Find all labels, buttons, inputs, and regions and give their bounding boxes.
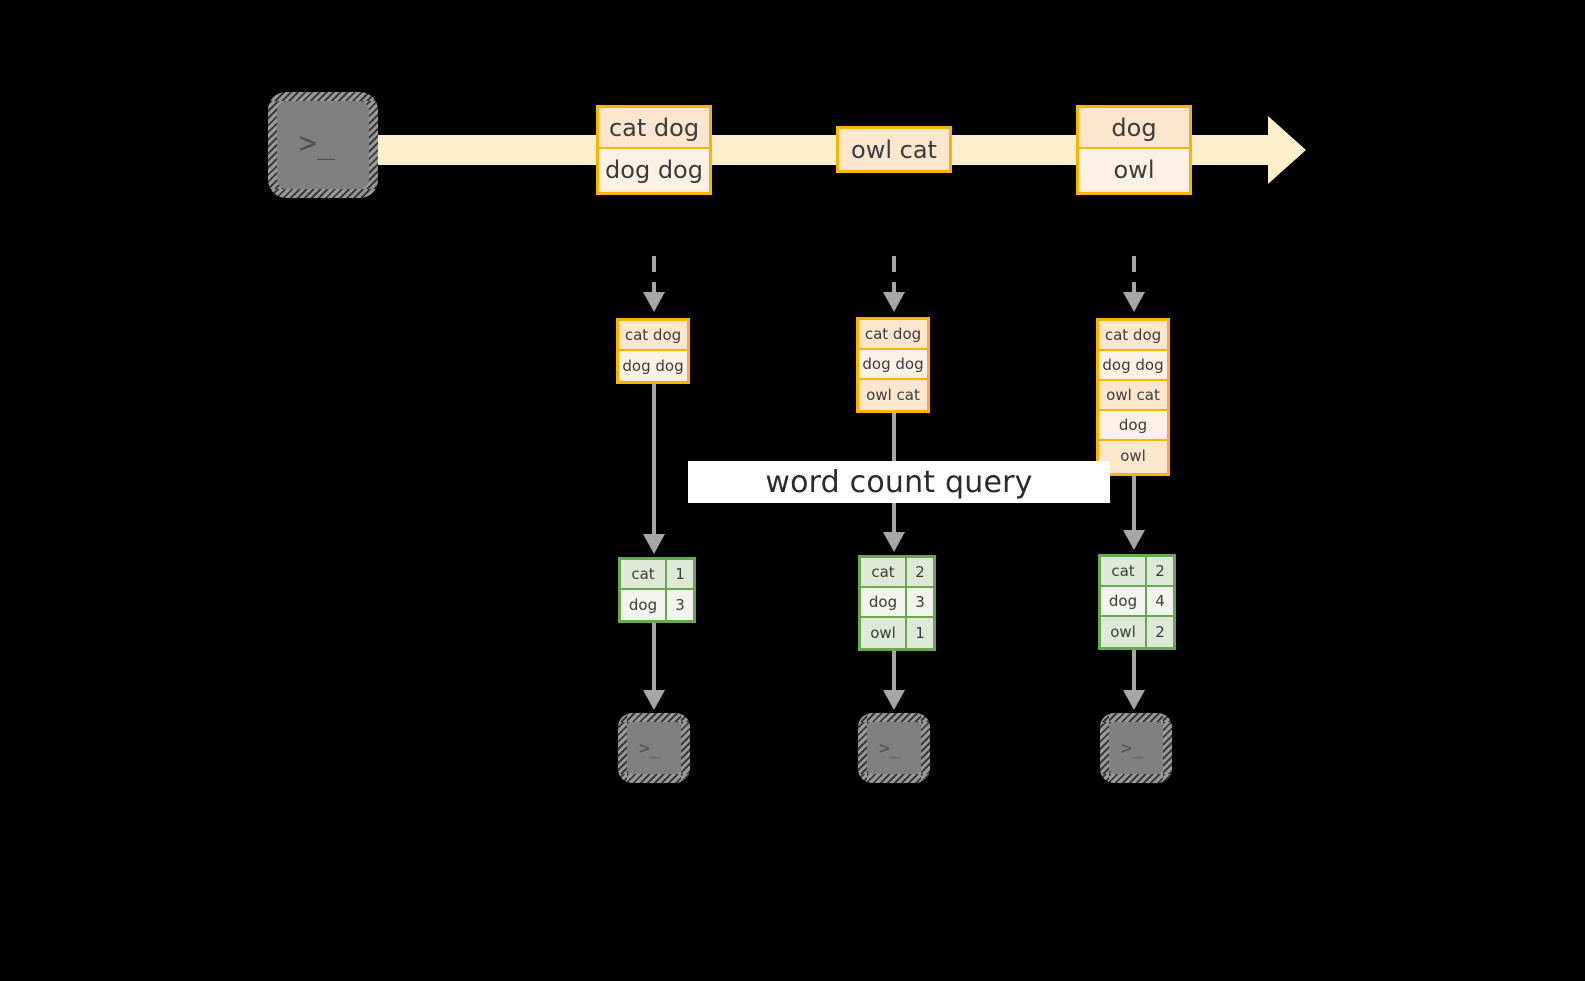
connector-batch-3-sink: [1132, 650, 1136, 695]
terminal-screen: [867, 722, 921, 774]
connector-stream-to-batch-2: [892, 256, 896, 296]
input-line: owl cat: [859, 380, 927, 410]
query-label-band: word count query: [688, 461, 1110, 503]
input-line: owl: [1099, 441, 1167, 471]
connector-batch-1-sink: [652, 623, 656, 695]
batch-2-result-table[interactable]: cat 2 dog 3 owl 1: [858, 555, 936, 651]
input-line: dog: [1099, 411, 1167, 441]
stream-record-line: dog dog: [599, 149, 709, 190]
result-word: cat: [1101, 557, 1147, 585]
terminal-prompt-glyph: >_: [639, 738, 661, 759]
table-row: dog 3: [621, 590, 693, 620]
table-row: dog 4: [1101, 587, 1173, 617]
connector-stream-to-batch-3: [1132, 256, 1136, 296]
table-row: owl 2: [1101, 617, 1173, 647]
result-word: cat: [621, 560, 667, 588]
terminal-prompt-glyph: >_: [879, 738, 901, 759]
arrowhead-stream-to-batch-2: [883, 292, 905, 312]
result-word: cat: [861, 558, 907, 586]
result-count: 2: [1147, 617, 1173, 647]
arrowhead-batch-3-sink: [1123, 690, 1145, 710]
result-count: 2: [907, 558, 933, 586]
terminal-screen: [627, 722, 681, 774]
arrowhead-batch-1-sink: [643, 690, 665, 710]
input-line: dog dog: [859, 350, 927, 380]
result-count: 3: [907, 588, 933, 616]
stream-record-line: owl cat: [839, 129, 949, 170]
result-word: owl: [1101, 617, 1147, 647]
arrowhead-stream-to-batch-1: [643, 292, 665, 312]
event-stream-arrowhead: [1268, 116, 1306, 184]
result-count: 1: [907, 618, 933, 648]
input-line: dog dog: [619, 351, 687, 381]
connector-batch-2-sink: [892, 651, 896, 695]
terminal-screen: [277, 101, 369, 189]
result-count: 3: [667, 590, 693, 620]
input-line: owl cat: [1099, 381, 1167, 411]
arrowhead-batch-2-query: [883, 532, 905, 552]
table-row: owl 1: [861, 618, 933, 648]
stream-record-3[interactable]: dog owl: [1076, 105, 1192, 195]
connector-batch-3-query: [1132, 476, 1136, 540]
input-line: cat dog: [859, 320, 927, 350]
batch-3-result-table[interactable]: cat 2 dog 4 owl 2: [1098, 554, 1176, 650]
result-count: 1: [667, 560, 693, 588]
stream-record-line: cat dog: [599, 108, 709, 149]
stream-record-line: dog: [1079, 108, 1189, 149]
batch-3-sink-terminal-icon[interactable]: >_: [1100, 713, 1172, 783]
batch-2-input-snapshot[interactable]: cat dog dog dog owl cat: [856, 317, 930, 413]
source-terminal-icon[interactable]: >_: [268, 92, 378, 198]
batch-2-sink-terminal-icon[interactable]: >_: [858, 713, 930, 783]
table-row: cat 1: [621, 560, 693, 590]
result-count: 4: [1147, 587, 1173, 615]
arrowhead-stream-to-batch-3: [1123, 292, 1145, 312]
terminal-prompt-glyph: >_: [1121, 738, 1143, 759]
result-word: dog: [861, 588, 907, 616]
connector-batch-1-query: [652, 384, 656, 544]
stream-record-2[interactable]: owl cat: [836, 126, 952, 173]
batch-1-input-snapshot[interactable]: cat dog dog dog: [616, 318, 690, 384]
table-row: dog 3: [861, 588, 933, 618]
result-word: dog: [621, 590, 667, 620]
table-row: cat 2: [861, 558, 933, 588]
result-word: owl: [861, 618, 907, 648]
connector-stream-to-batch-1: [652, 256, 656, 296]
query-label: word count query: [765, 464, 1033, 500]
input-line: dog dog: [1099, 351, 1167, 381]
terminal-prompt-glyph: >_: [299, 126, 336, 161]
batch-1-result-table[interactable]: cat 1 dog 3: [618, 557, 696, 623]
arrowhead-batch-2-sink: [883, 690, 905, 710]
batch-1-sink-terminal-icon[interactable]: >_: [618, 713, 690, 783]
input-line: cat dog: [619, 321, 687, 351]
result-count: 2: [1147, 557, 1173, 585]
terminal-screen: [1109, 722, 1163, 774]
table-row: cat 2: [1101, 557, 1173, 587]
stream-record-line: owl: [1079, 149, 1189, 190]
result-word: dog: [1101, 587, 1147, 615]
batch-3-input-snapshot[interactable]: cat dog dog dog owl cat dog owl: [1096, 318, 1170, 476]
arrowhead-batch-1-query: [643, 534, 665, 554]
stream-record-1[interactable]: cat dog dog dog: [596, 105, 712, 195]
input-line: cat dog: [1099, 321, 1167, 351]
arrowhead-batch-3-query: [1123, 530, 1145, 550]
